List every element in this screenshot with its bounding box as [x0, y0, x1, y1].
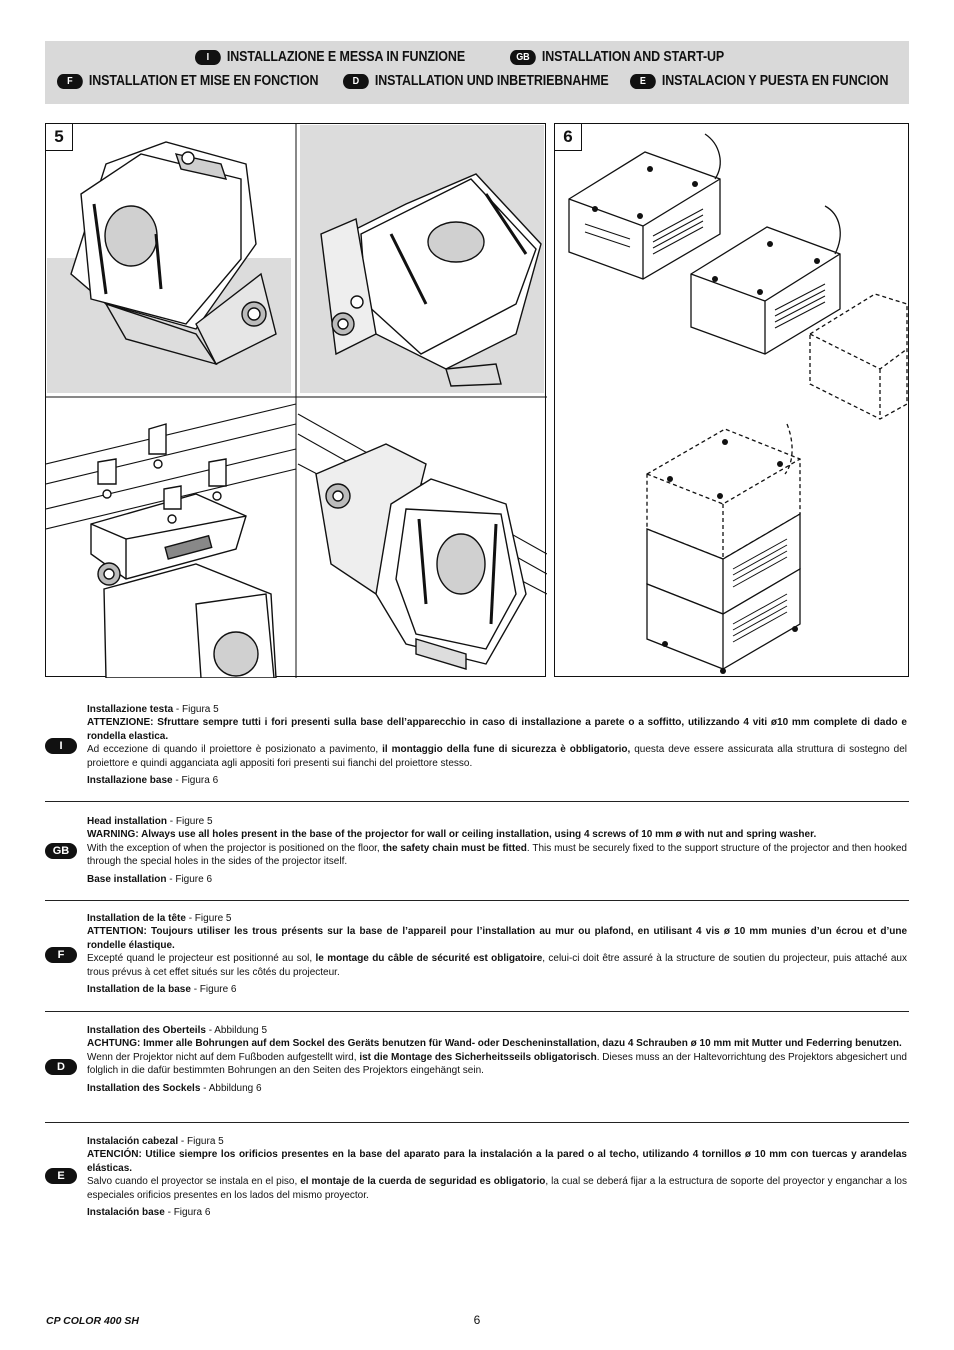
body-text-bold: el montaje de la cuerda de seguridad es … — [300, 1176, 546, 1188]
figure-6-number: 6 — [555, 124, 582, 151]
head-title: Installation des Oberteils — [87, 1025, 206, 1036]
header-row-2: F INSTALLATION ET MISE EN FONCTION D INS… — [45, 73, 909, 95]
page-number: 6 — [473, 1313, 481, 1327]
head-title: Head installation — [87, 816, 168, 827]
head-title: Installation de la tête — [87, 913, 186, 924]
section-text-fr: Installation de la tête - Figure 5 ATTEN… — [87, 912, 907, 996]
lang-badge-i: I — [195, 49, 221, 65]
header-title-fr: INSTALLATION ET MISE EN FONCTION — [88, 73, 319, 89]
warning-text: WARNING: Always use all holes present in… — [87, 829, 817, 841]
warning-text: ATTENTION: Toujours utiliser les trous p… — [87, 926, 907, 951]
body-text-pre: Salvo cuando el proyector se instala en … — [87, 1176, 301, 1188]
body-text-post: questa deve essere assicurata alla strut… — [87, 744, 908, 769]
figure-6-illustration — [568, 133, 908, 674]
head-title: Instalación cabezal — [87, 1136, 179, 1147]
header-item-fr: F INSTALLATION ET MISE EN FONCTION — [57, 73, 318, 89]
base-ref: - Figure 6 — [166, 873, 213, 885]
head-ref: - Figure 5 — [185, 913, 232, 924]
footer-model: CP COLOR 400 SH — [46, 1315, 139, 1327]
header-title-it: INSTALLAZIONE E MESSA IN FUNZIONE — [226, 49, 466, 65]
section-text-de: Installation des Oberteils - Abbildung 5… — [87, 1024, 907, 1095]
figure-5-illustration — [46, 124, 547, 678]
body-text-post: , celui-ci doit être assuré à la structu… — [87, 953, 907, 978]
lang-badge-f: F — [45, 947, 77, 963]
section-text-it: Installazione testa - Figura 5 ATTENZION… — [87, 703, 907, 787]
header-item-de: D INSTALLATION UND INBETRIEBNAHME — [343, 73, 609, 89]
base-ref: - Figura 6 — [172, 775, 219, 787]
body-text-pre: Excepté quand le projecteur est position… — [87, 953, 316, 965]
header-title-gb: INSTALLATION AND START-UP — [541, 49, 725, 65]
head-ref: - Figura 5 — [173, 704, 219, 715]
section-text-gb: Head installation - Figure 5 WARNING: Al… — [87, 815, 907, 886]
head-ref: - Abbildung 5 — [205, 1025, 268, 1036]
section-divider — [45, 801, 909, 802]
lang-badge-d: D — [45, 1059, 77, 1075]
body-text-bold: the safety chain must be fitted — [382, 842, 527, 854]
warning-text: ATENCIÓN: Utilice siempre los orificios … — [87, 1149, 907, 1174]
body-text-pre: Wenn der Projektor nicht auf dem Fußbode… — [87, 1051, 360, 1063]
header-title-es: INSTALACION Y PUESTA EN FUNCION — [661, 73, 889, 89]
base-title: Base installation — [87, 873, 167, 885]
lang-badge-i: I — [45, 738, 77, 754]
body-text-post: , la cual se deberá fijar a la estructur… — [87, 1176, 907, 1201]
figure-5-number: 5 — [46, 124, 73, 151]
head-ref: - Figure 5 — [167, 816, 213, 827]
base-title: Instalación base — [87, 1207, 165, 1219]
section-divider — [45, 1011, 909, 1012]
lang-badge-d: D — [343, 73, 369, 89]
base-title: Installazione base — [87, 775, 173, 787]
body-text-post: . This must be securely fixed to the sup… — [87, 842, 907, 868]
base-title: Installation de la base — [87, 984, 191, 996]
header-bar: I INSTALLAZIONE E MESSA IN FUNZIONE GB I… — [45, 41, 909, 104]
base-ref: - Abbildung 6 — [200, 1082, 262, 1094]
header-title-de: INSTALLATION UND INBETRIEBNAHME — [374, 73, 609, 89]
base-ref: - Figura 6 — [164, 1207, 211, 1219]
lang-badge-e: E — [45, 1168, 77, 1184]
lang-badge-f: F — [57, 73, 83, 89]
base-ref: - Figure 6 — [190, 984, 237, 996]
header-item-es: E INSTALACION Y PUESTA EN FUNCION — [630, 73, 889, 89]
head-ref: - Figura 5 — [178, 1136, 224, 1147]
body-text-bold: il montaggio della fune di sicurezza è o… — [382, 744, 631, 756]
lang-badge-e: E — [630, 73, 656, 89]
body-text-bold: le montage du câble de sécurité est obli… — [315, 953, 543, 965]
body-text-bold: ist die Montage des Sicherheitsseils obl… — [359, 1051, 597, 1063]
section-divider — [45, 900, 909, 901]
lang-badge-gb: GB — [510, 49, 536, 65]
header-row-1: I INSTALLAZIONE E MESSA IN FUNZIONE GB I… — [45, 49, 909, 71]
figure-6: 6 — [554, 123, 909, 677]
lang-badge-gb: GB — [45, 843, 77, 859]
body-text-pre: With the exception of when the projector… — [87, 842, 383, 854]
warning-text: ACHTUNG: Immer alle Bohrungen auf dem So… — [87, 1038, 902, 1050]
head-title: Installazione testa — [87, 704, 174, 715]
header-item-it: I INSTALLAZIONE E MESSA IN FUNZIONE — [195, 49, 465, 65]
body-text-post: . Dieses muss an der Haltevorrichtung de… — [87, 1051, 907, 1077]
warning-text: ATTENZIONE: Sfruttare sempre tutti i for… — [87, 717, 907, 742]
section-text-es: Instalación cabezal - Figura 5 ATENCIÓN:… — [87, 1135, 907, 1219]
base-title: Installation des Sockels — [87, 1082, 201, 1094]
header-item-gb: GB INSTALLATION AND START-UP — [510, 49, 724, 65]
section-divider — [45, 1122, 909, 1123]
figure-5: 5 — [45, 123, 547, 678]
body-text-pre: Ad eccezione di quando il proiettore è p… — [87, 744, 383, 756]
